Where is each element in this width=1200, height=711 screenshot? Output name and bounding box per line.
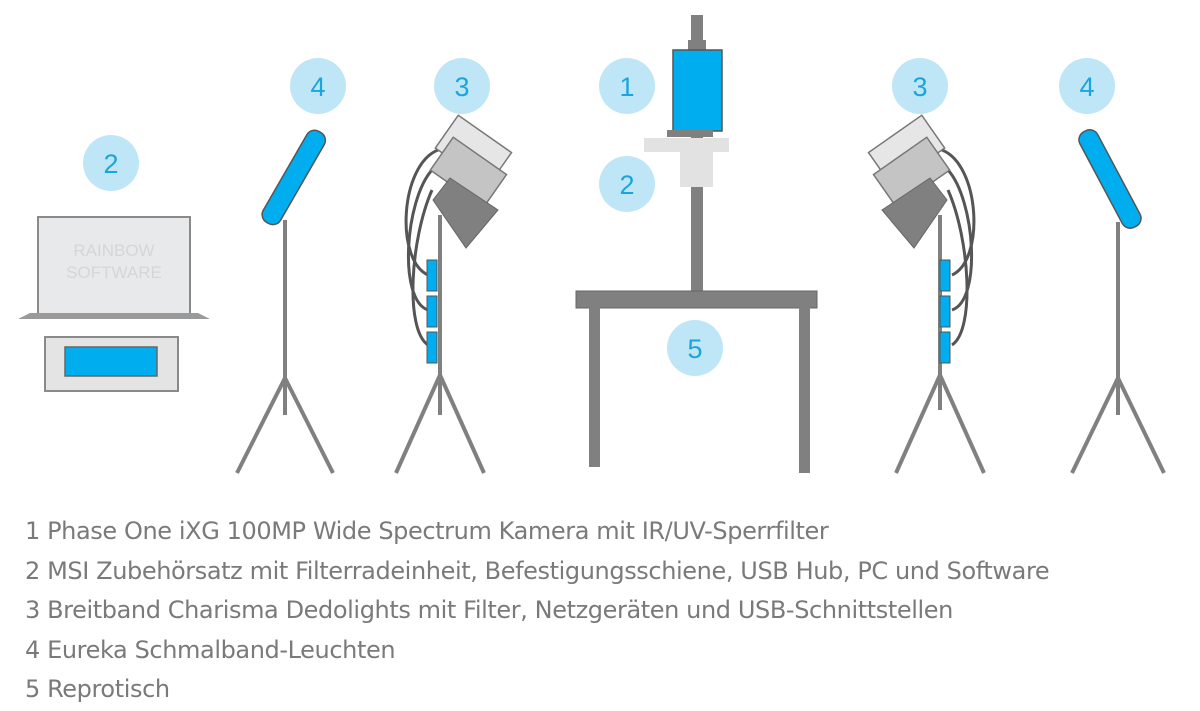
filter-wheel: [644, 138, 729, 152]
legend-item: 5 Reprotisch: [25, 675, 170, 703]
marker-laptop: 2: [83, 135, 139, 191]
svg-text:2: 2: [103, 149, 118, 179]
marker-camera: 1: [599, 58, 655, 114]
marker-filter-wheel: 2: [599, 156, 655, 212]
marker-dedolight-right: 3: [892, 58, 948, 114]
usb-hub: [44, 336, 179, 392]
svg-text:5: 5: [687, 334, 702, 364]
dedolight-right: [867, 114, 986, 474]
svg-text:1: 1: [619, 72, 634, 102]
laptop-screen-text-2: SOFTWARE: [66, 263, 162, 282]
setup-diagram: RAINBOW SOFTWARE: [18, 15, 1166, 474]
svg-text:4: 4: [1079, 72, 1094, 102]
dedolight-left: [394, 114, 513, 474]
svg-text:2: 2: [619, 170, 634, 200]
svg-text:4: 4: [310, 72, 325, 102]
camera: [672, 49, 723, 132]
eureka-light-right: [1070, 129, 1166, 474]
marker-eureka-left: 4: [290, 58, 346, 114]
repro-stand: [644, 15, 729, 295]
legend-item: 2 MSI Zubehörsatz mit Filterradeinheit, …: [25, 556, 1050, 585]
marker-dedolight-left: 3: [434, 58, 490, 114]
marker-table: 5: [667, 320, 723, 376]
repro-table: [575, 290, 818, 473]
svg-text:3: 3: [454, 72, 469, 102]
legend-item: 4 Eureka Schmalband-Leuchten: [25, 635, 396, 664]
laptop-screen-text-1: RAINBOW: [73, 241, 154, 260]
legend: 1 Phase One iXG 100MP Wide Spectrum Kame…: [25, 512, 1050, 710]
legend-item: 3 Breitband Charisma Dedolights mit Filt…: [25, 596, 953, 624]
laptop: RAINBOW SOFTWARE: [18, 216, 210, 319]
marker-eureka-right: 4: [1059, 58, 1115, 114]
eureka-light-left: [235, 129, 335, 474]
legend-item: 1 Phase One iXG 100MP Wide Spectrum Kame…: [25, 517, 829, 545]
svg-text:3: 3: [912, 72, 927, 102]
